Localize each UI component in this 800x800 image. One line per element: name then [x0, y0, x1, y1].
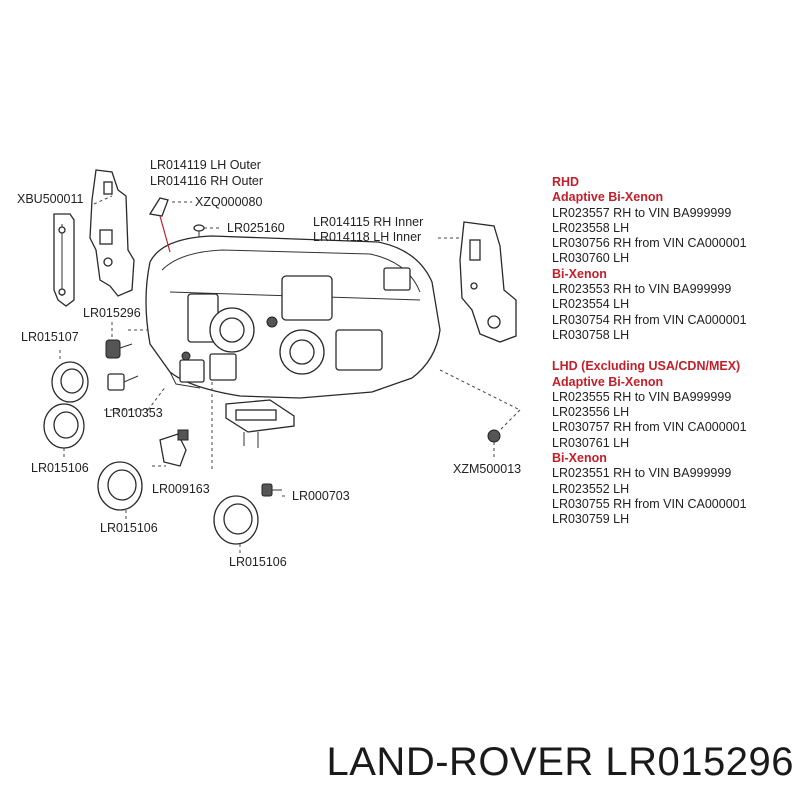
bulb-holder-part	[105, 339, 133, 359]
ballast-module	[225, 399, 295, 448]
legend-item: LR023558 LH	[552, 220, 630, 235]
mounting-strip	[53, 213, 75, 307]
legend-item: LR023552 LH	[552, 481, 630, 496]
cover-cap-c	[213, 495, 259, 545]
bulb-part	[261, 483, 282, 497]
cover-cap-b	[97, 461, 143, 511]
inner-bracket	[459, 221, 517, 343]
legend-rhd-heading: RHD	[552, 175, 580, 189]
nut-part	[487, 429, 501, 443]
part-number-title: LAND-ROVER LR015296	[326, 740, 794, 784]
callout-xzm500013: XZM500013	[453, 462, 522, 476]
socket-part	[107, 373, 139, 391]
callout-lr014119: LR014119 LH Outer	[150, 158, 261, 172]
callout-lr025160: LR025160	[227, 221, 285, 235]
legend-spacer	[552, 343, 747, 359]
legend-item: LR030757 RH from VIN CA000001	[552, 420, 747, 435]
igniter-part	[159, 429, 189, 467]
legend-item: LR030754 RH from VIN CA000001	[552, 312, 747, 327]
legend-item: LR030759 LH	[552, 512, 630, 527]
callout-lr015106-c: LR015106	[229, 555, 287, 569]
legend-lhd-bixenon-heading: Bi-Xenon	[552, 451, 607, 466]
callout-lr015296: LR015296	[83, 306, 141, 320]
parts-legend: RHD Adaptive Bi-Xenon LR023557 RH to VIN…	[552, 175, 747, 528]
legend-item: LR023553 RH to VIN BA999999	[552, 282, 732, 297]
leader-lines	[59, 195, 521, 554]
callout-lr000703: LR000703	[292, 489, 350, 503]
legend-item: LR030756 RH from VIN CA000001	[552, 236, 747, 251]
callout-lr010353: LR010353	[105, 406, 163, 420]
legend-lhd-adaptive-heading: Adaptive Bi-Xenon	[552, 374, 664, 389]
callout-xbu500011: XBU500011	[17, 192, 84, 206]
callout-xzq000080: XZQ000080	[195, 195, 263, 209]
callout-lr009163: LR009163	[152, 482, 210, 496]
clip-part	[148, 197, 169, 217]
outer-bracket	[89, 169, 135, 297]
callout-lr015106-b: LR015106	[100, 521, 158, 535]
legend-rhd-bixenon-heading: Bi-Xenon	[552, 266, 607, 281]
legend-item: LR030760 LH	[552, 251, 630, 266]
callout-lr014116: LR014116 RH Outer	[150, 174, 264, 188]
legend-item: LR030755 RH from VIN CA000001	[552, 496, 747, 511]
legend-lhd-heading: LHD (Excluding USA/CDN/MEX)	[552, 359, 741, 374]
legend-item: LR023551 RH to VIN BA999999	[552, 466, 732, 481]
legend-rhd-adaptive-heading: Adaptive Bi-Xenon	[552, 190, 664, 205]
callout-lr015107: LR015107	[21, 330, 79, 344]
headlamp-housing	[145, 235, 441, 399]
cover-cap-a	[43, 403, 85, 449]
callout-lr015106-a: LR015106	[31, 461, 89, 475]
legend-item: LR023555 RH to VIN BA999999	[552, 389, 732, 404]
callout-lr014118: LR014118 LH Inner	[313, 230, 422, 244]
callout-lr014115: LR014115 RH Inner	[313, 215, 424, 229]
legend-item: LR023554 LH	[552, 297, 630, 312]
legend-item: LR030761 LH	[552, 435, 630, 450]
legend-item: LR023557 RH to VIN BA999999	[552, 205, 732, 220]
dust-cap-part	[51, 361, 89, 403]
legend-item: LR030758 LH	[552, 327, 630, 342]
legend-item: LR023556 LH	[552, 405, 630, 420]
